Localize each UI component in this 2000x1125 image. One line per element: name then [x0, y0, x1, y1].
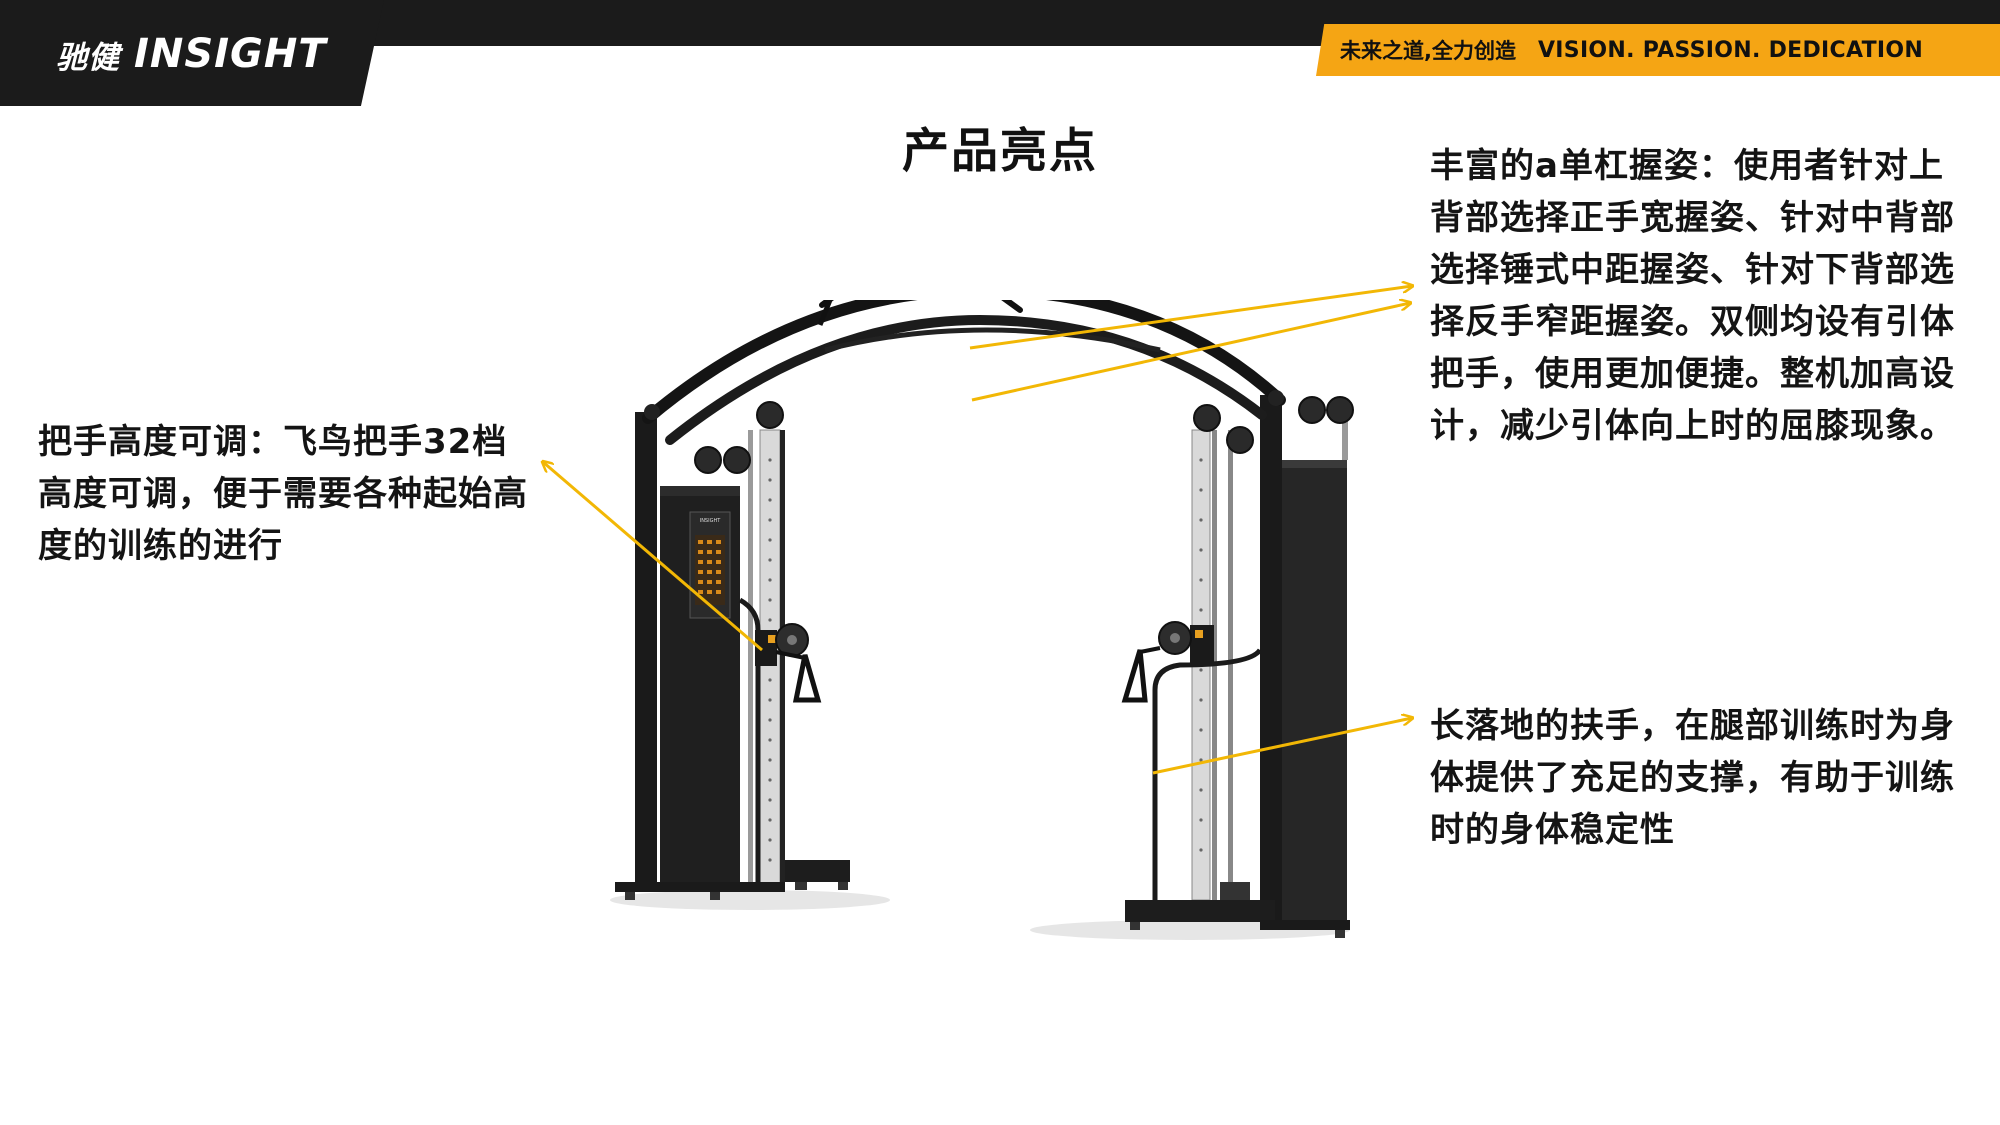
brand-name-cn: 驰健 — [56, 39, 120, 76]
tagline-cn: 未来之道,全力创造 — [1340, 39, 1516, 63]
callout-adjustable-handle: 把手高度可调：飞鸟把手32档高度可调，便于需要各种起始高度的训练的进行 — [38, 422, 528, 566]
tagline-banner: 未来之道,全力创造 VISION. PASSION. DEDICATION — [1316, 24, 2000, 76]
tagline: 未来之道,全力创造 VISION. PASSION. DEDICATION — [1340, 34, 1923, 66]
page-title: 产品亮点 — [902, 124, 1098, 179]
brand-block: 驰健 INSIGHT — [0, 0, 384, 106]
brand-logo: 驰健 INSIGHT — [56, 31, 327, 77]
callout-support-handrail: 长落地的扶手，在腿部训练时为身体提供了充足的支撑，有助于训练时的身体稳定性 — [1430, 706, 1955, 850]
brand-name-en: INSIGHT — [134, 31, 327, 77]
callout-grip-positions: 丰富的a单杠握姿：使用者针对上背部选择正手宽握姿、针对中背部选择锤式中距握姿、针… — [1430, 146, 1955, 446]
console-brand-label: INSIGHT — [700, 518, 721, 524]
tagline-en: VISION. PASSION. DEDICATION — [1537, 37, 1924, 63]
cable-crossover-machine-image: INSIGHT — [610, 300, 1354, 940]
